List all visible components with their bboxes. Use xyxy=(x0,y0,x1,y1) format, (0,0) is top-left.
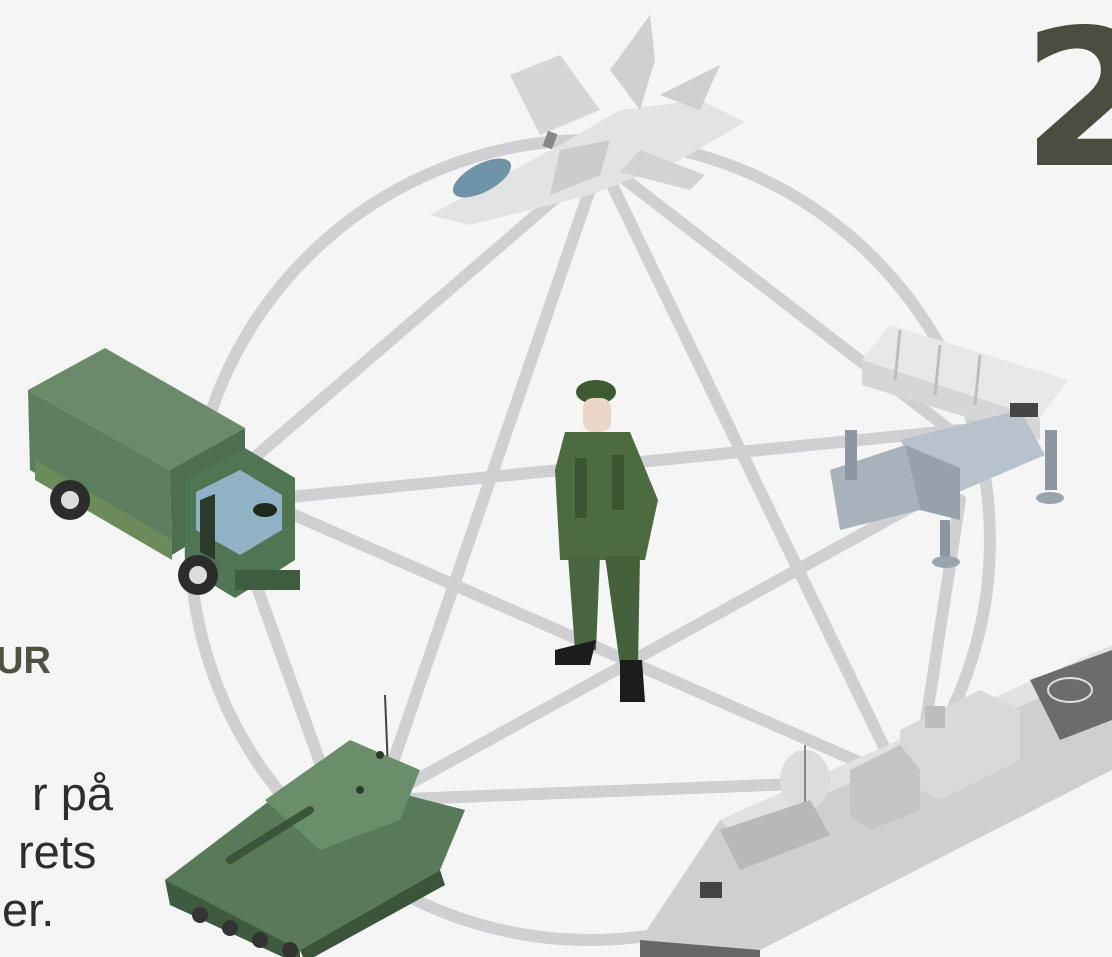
fighter-jet-icon xyxy=(430,15,745,225)
body-text-line-3: er. xyxy=(2,883,55,936)
frigate-ship-icon xyxy=(640,645,1112,957)
body-text-line-1: r på xyxy=(32,767,113,820)
body-text-line-2: rets xyxy=(18,825,97,878)
missile-launcher-icon xyxy=(830,325,1068,568)
armored-vehicle-icon xyxy=(165,694,465,957)
military-truck-icon xyxy=(28,348,300,598)
section-heading-fragment: UR xyxy=(0,640,51,682)
page-number: 2 xyxy=(1022,0,1112,210)
soldier-icon xyxy=(555,380,658,702)
